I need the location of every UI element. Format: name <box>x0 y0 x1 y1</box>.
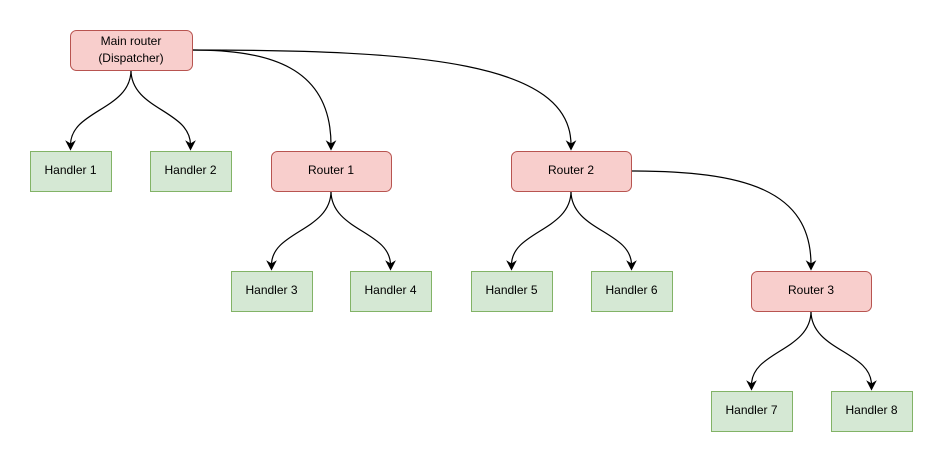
node-box[interactable] <box>511 151 632 192</box>
edge-hit-area[interactable] <box>752 311 812 385</box>
node-router-2[interactable]: Router 2 <box>511 151 632 192</box>
edges-layer <box>65 49 877 391</box>
edge-arrowhead <box>266 260 277 271</box>
edge-connector[interactable] <box>191 49 577 151</box>
node-box[interactable] <box>711 391 793 432</box>
edge-arrowhead <box>746 380 757 391</box>
edge-hit-area[interactable] <box>272 191 332 265</box>
edge-arrowhead <box>185 140 196 151</box>
edge-arrowhead <box>506 260 517 271</box>
node-handler-4[interactable]: Handler 4 <box>350 271 432 312</box>
edge-connector[interactable] <box>570 190 637 271</box>
edge-hit-area[interactable] <box>331 191 391 265</box>
edge-hit-area[interactable] <box>71 70 132 145</box>
node-handler-5[interactable]: Handler 5 <box>471 271 553 312</box>
node-box[interactable] <box>271 151 392 192</box>
node-handler-3[interactable]: Handler 3 <box>231 271 313 312</box>
edge-connector[interactable] <box>330 190 396 271</box>
node-box[interactable] <box>751 271 872 312</box>
edge-arrowhead <box>325 140 337 151</box>
node-box[interactable] <box>70 30 193 71</box>
node-handler-6[interactable]: Handler 6 <box>591 271 673 312</box>
node-box[interactable] <box>471 271 553 312</box>
edge-arrowhead <box>626 260 637 271</box>
edge-hit-area[interactable] <box>192 50 331 145</box>
edge-line <box>510 190 572 266</box>
edge-connector[interactable] <box>746 310 812 391</box>
edge-hit-area[interactable] <box>631 171 811 265</box>
node-handler-1[interactable]: Handler 1 <box>30 151 112 192</box>
edge-line <box>570 190 633 266</box>
edge-arrowhead <box>65 140 76 151</box>
edge-hit-area[interactable] <box>512 191 572 265</box>
edge-connector[interactable] <box>191 49 337 151</box>
edge-arrowhead <box>565 140 577 151</box>
edge-connector[interactable] <box>506 190 572 271</box>
edge-line <box>191 49 332 146</box>
edge-connector[interactable] <box>810 310 877 391</box>
node-handler-2[interactable]: Handler 2 <box>150 151 232 192</box>
edge-arrowhead <box>385 260 396 271</box>
node-box[interactable] <box>231 271 313 312</box>
edge-connector[interactable] <box>266 190 332 271</box>
edge-hit-area[interactable] <box>811 311 872 385</box>
node-handler-7[interactable]: Handler 7 <box>711 391 793 432</box>
edge-connector[interactable] <box>65 69 132 151</box>
edge-line <box>270 190 332 266</box>
edge-connector[interactable] <box>630 170 817 271</box>
node-handler-8[interactable]: Handler 8 <box>831 391 913 432</box>
edge-arrowhead <box>866 380 877 391</box>
edge-line <box>750 310 812 386</box>
edge-line <box>630 170 812 266</box>
node-box[interactable] <box>350 271 432 312</box>
edge-hit-area[interactable] <box>571 191 632 265</box>
edge-arrowhead <box>805 260 817 271</box>
edge-line <box>191 49 572 146</box>
node-router-3[interactable]: Router 3 <box>751 271 872 312</box>
node-main-router[interactable]: Main router(Dispatcher) <box>70 30 193 71</box>
edge-line <box>330 190 392 266</box>
edge-line <box>810 310 873 386</box>
node-box[interactable] <box>30 151 112 192</box>
edge-line <box>130 69 192 146</box>
node-box[interactable] <box>150 151 232 192</box>
edge-line <box>69 69 132 146</box>
edge-connector[interactable] <box>130 69 196 151</box>
edge-hit-area[interactable] <box>131 70 191 145</box>
node-box[interactable] <box>831 391 913 432</box>
node-box[interactable] <box>591 271 673 312</box>
edge-hit-area[interactable] <box>192 50 571 145</box>
node-router-1[interactable]: Router 1 <box>271 151 392 192</box>
nodes-layer: Main router(Dispatcher) Handler 1 Handler … <box>30 30 913 432</box>
